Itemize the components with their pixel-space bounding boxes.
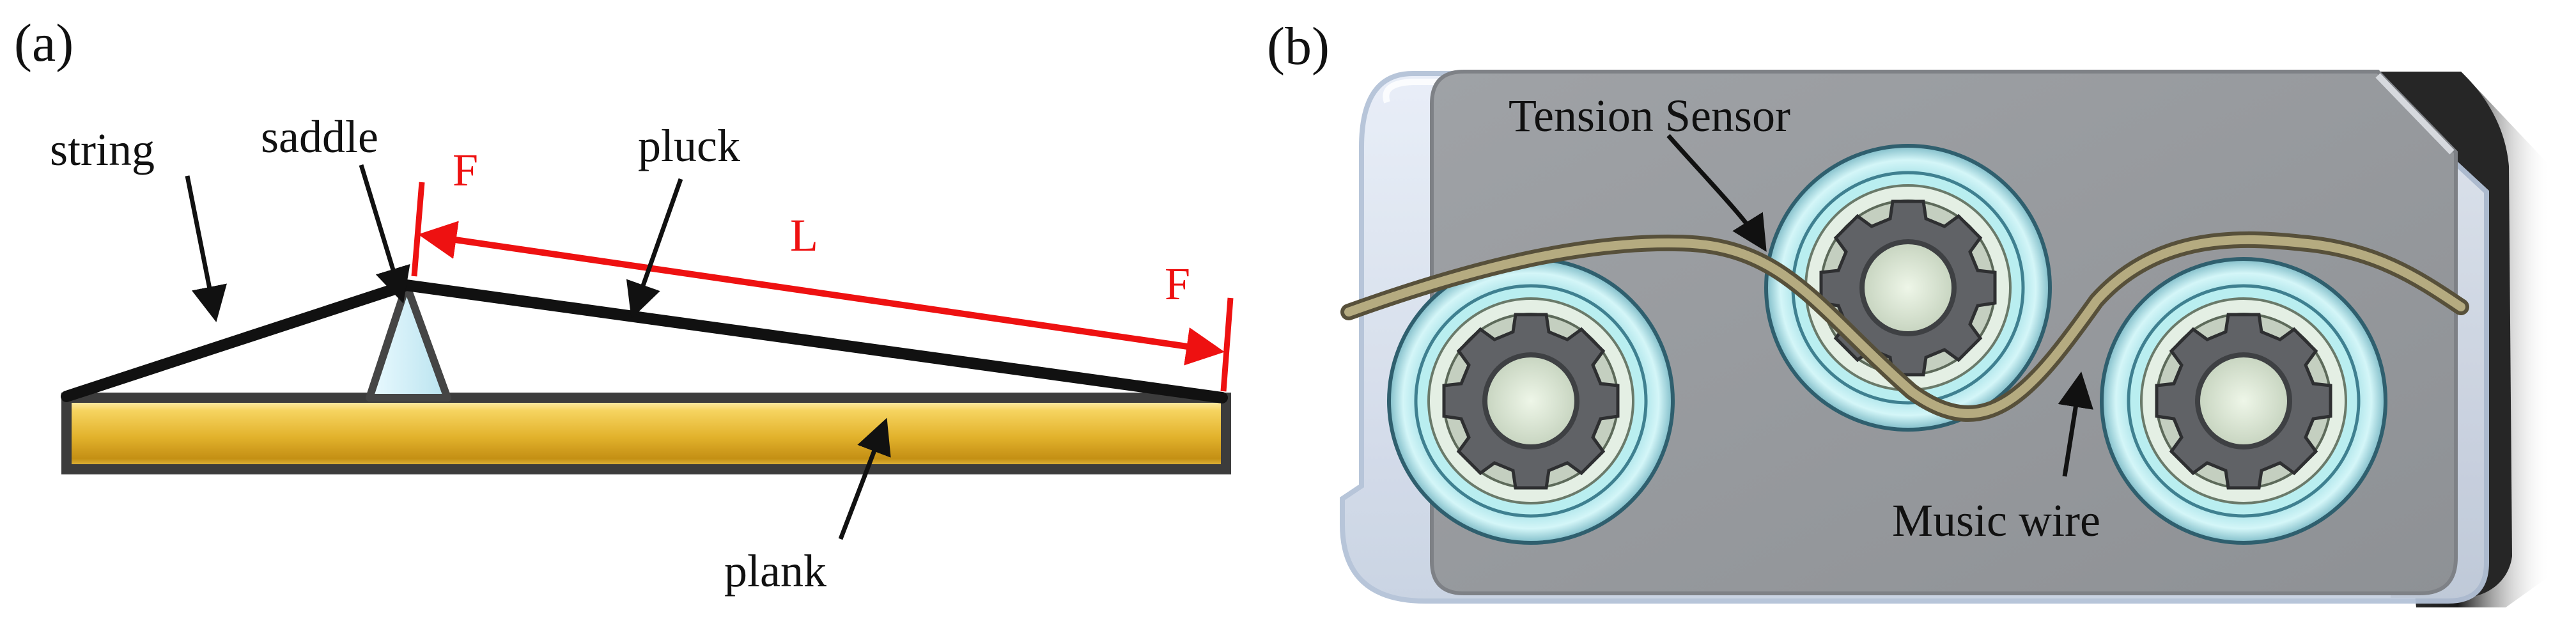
force-marker-right	[1220, 297, 1234, 392]
length-label: L	[790, 210, 818, 261]
force-left-label: F	[453, 145, 478, 196]
tension-sensor-arrow	[1666, 134, 1767, 252]
saddle-arrow	[359, 164, 410, 304]
panel-b-tag: (b)	[1267, 17, 1330, 76]
plank-arrow	[838, 418, 891, 540]
music-wire-core	[1344, 235, 2465, 418]
plank-label: plank	[724, 545, 826, 597]
panel-b: (b)	[1267, 17, 2550, 607]
string	[61, 279, 1228, 403]
force-marker-left	[411, 182, 425, 277]
panel-a-tag: (a)	[14, 13, 74, 73]
string-label: string	[50, 124, 155, 175]
plank	[61, 393, 1231, 474]
string-arrow	[185, 175, 227, 322]
tension-sensor-label: Tension Sensor	[1509, 90, 1790, 141]
frame-highlight	[1383, 79, 1713, 104]
music-wire-arrow	[2058, 371, 2093, 477]
music-wire-label: Music wire	[1892, 495, 2100, 546]
pluck-arrow	[626, 178, 683, 319]
roller-left	[1387, 257, 1675, 545]
length-arrow	[418, 221, 1225, 366]
force-right-label: F	[1165, 258, 1190, 309]
panel-a: (a) string saddle pluck plank F L F	[14, 13, 1234, 597]
plate-edge-highlight	[2375, 73, 2455, 155]
saddle	[366, 281, 451, 402]
saddle-label: saddle	[261, 111, 378, 162]
pluck-label: pluck	[638, 120, 740, 171]
roller-right	[2100, 257, 2387, 545]
